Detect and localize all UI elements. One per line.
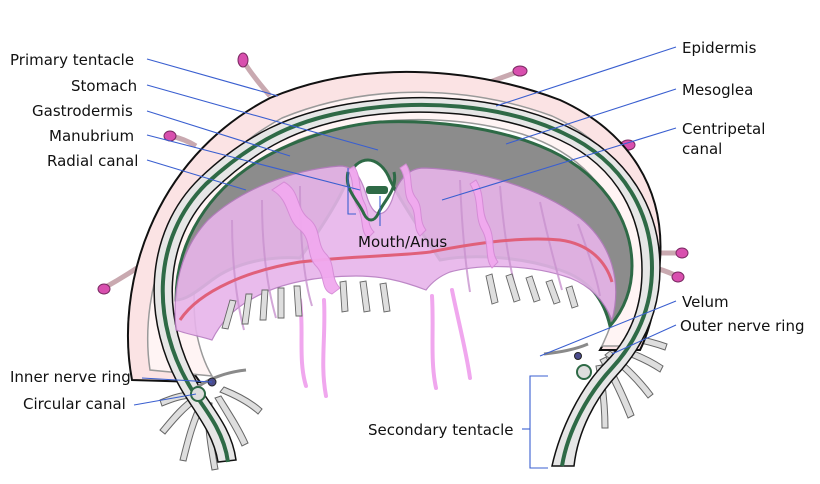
primary-tentacles (97, 52, 689, 295)
label-circular-canal: Circular canal (23, 395, 126, 413)
mouth-anus-opening (366, 186, 388, 194)
label-mouth-anus: Mouth/Anus (358, 233, 447, 251)
label-centripetal-canal-line1: Centripetal (682, 120, 765, 138)
gastrodermis-layer (153, 96, 661, 467)
gonad-region (174, 165, 617, 341)
label-manubrium: Manubrium (49, 127, 134, 145)
label-centripetal-canal-line2: canal (682, 140, 722, 158)
label-epidermis: Epidermis (682, 39, 757, 57)
velum-left (195, 368, 247, 390)
label-velum: Velum (682, 293, 729, 311)
label-gastrodermis: Gastrodermis (32, 102, 133, 120)
label-outer-nerve-ring: Outer nerve ring (680, 317, 805, 335)
gonad-strands (298, 288, 472, 398)
label-mesoglea: Mesoglea (682, 81, 753, 99)
leader-lines (133, 46, 677, 430)
inner-fringe-tentacles (221, 273, 579, 330)
label-radial-canal: Radial canal (47, 152, 138, 170)
radial-canal-streaks (231, 179, 601, 331)
label-stomach: Stomach (71, 77, 137, 95)
label-primary-tentacle: Primary tentacle (10, 51, 134, 69)
manubrium (345, 171, 397, 222)
outer-nerve-ring-dot (574, 352, 582, 360)
secondary-tentacle-bracket (529, 375, 548, 469)
circular-canal-line (178, 237, 614, 321)
label-secondary-tentacle: Secondary tentacle (368, 421, 514, 439)
label-inner-nerve-ring: Inner nerve ring (10, 368, 131, 386)
velum-right (543, 342, 589, 356)
circular-canal-bulb-right (576, 364, 592, 380)
circular-canal-bulb-left (190, 386, 206, 402)
